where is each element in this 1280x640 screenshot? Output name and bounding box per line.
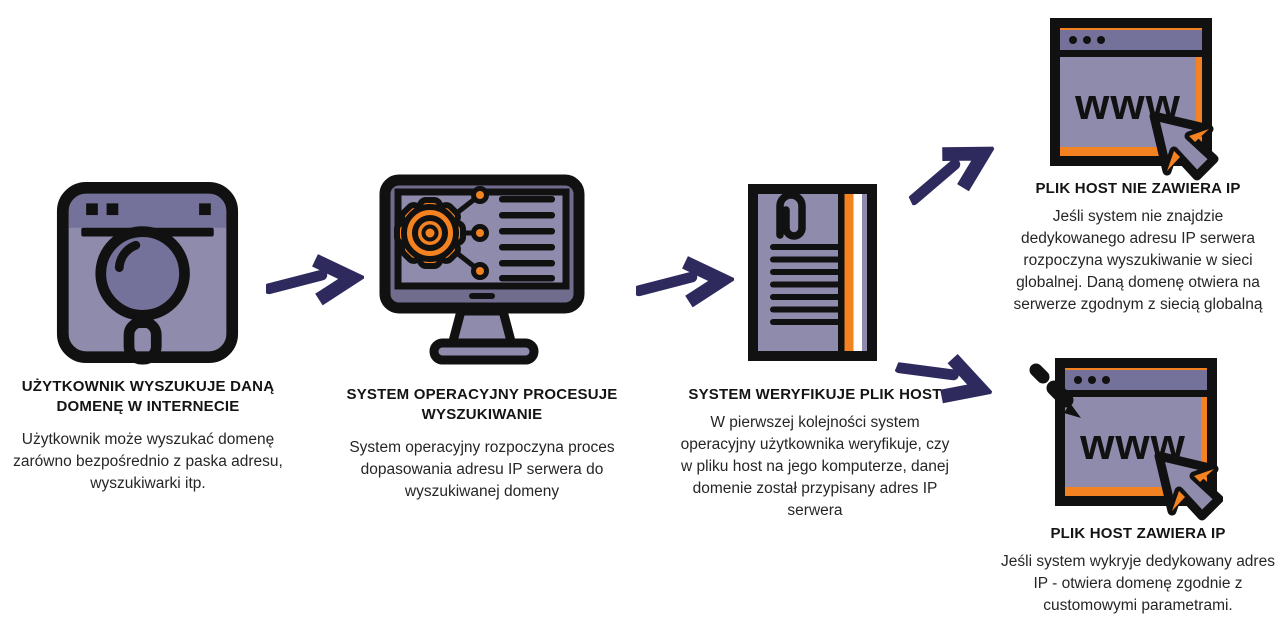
- step-description: Jeśli system wykryje dedykowany adres IP…: [1001, 553, 1275, 615]
- step-title: SYSTEM WERYFIKUJE PLIK HOST: [688, 386, 942, 403]
- cursor-icon: [1149, 111, 1219, 181]
- step-title: UŻYTKOWNIK WYSZUKUJE DANĄ DOMENĘ W INTER…: [21, 378, 275, 416]
- flow-arrow-step2-step3: [636, 256, 734, 308]
- step-title: SYSTEM OPERACYJNY PROCESUJE WYSZUKIWANIE: [346, 386, 618, 424]
- flow-arrow-step3-has-ip: [893, 353, 994, 404]
- step-user-search-text: UŻYTKOWNIK WYSZUKUJE DANĄ DOMENĘ W INTER…: [6, 377, 290, 495]
- browser-www-cursor-icon: www: [1048, 16, 1228, 181]
- pen-icon: [1029, 363, 1081, 418]
- outcome-no-ip-text: PLIK HOST NIE ZAWIERA IP Jeśli system ni…: [1000, 179, 1276, 316]
- flow-arrow-step1-step2: [266, 254, 364, 306]
- step-verify-host-text: SYSTEM WERYFIKUJE PLIK HOST W pierwszej …: [676, 385, 954, 522]
- step-description: Użytkownik może wyszukać domenę zarówno …: [13, 430, 283, 492]
- browser-magnifier-icon: [55, 180, 240, 365]
- step-description: System operacyjny rozpoczyna proces dopa…: [349, 438, 615, 500]
- cursor-icon: [1154, 451, 1223, 521]
- step-os-process-text: SYSTEM OPERACYJNY PROCESUJE WYSZUKIWANIE…: [335, 385, 629, 503]
- paperclip-icon: [776, 191, 806, 240]
- step-title: PLIK HOST NIE ZAWIERA IP: [1035, 180, 1241, 197]
- monitor-gear-icon: [377, 172, 587, 368]
- browser-www-edit-cursor-icon: www: [1028, 356, 1223, 521]
- step-title: PLIK HOST ZAWIERA IP: [1050, 525, 1226, 542]
- step-description: Jeśli system nie znajdzie dedykowanego a…: [1013, 208, 1263, 314]
- step-description: W pierwszej kolejności system operacyjny…: [680, 414, 950, 520]
- host-file-document-icon: [745, 180, 880, 365]
- outcome-has-ip-text: PLIK HOST ZAWIERA IP Jeśli system wykryj…: [1000, 524, 1276, 617]
- flow-arrow-step3-no-ip: [907, 146, 996, 206]
